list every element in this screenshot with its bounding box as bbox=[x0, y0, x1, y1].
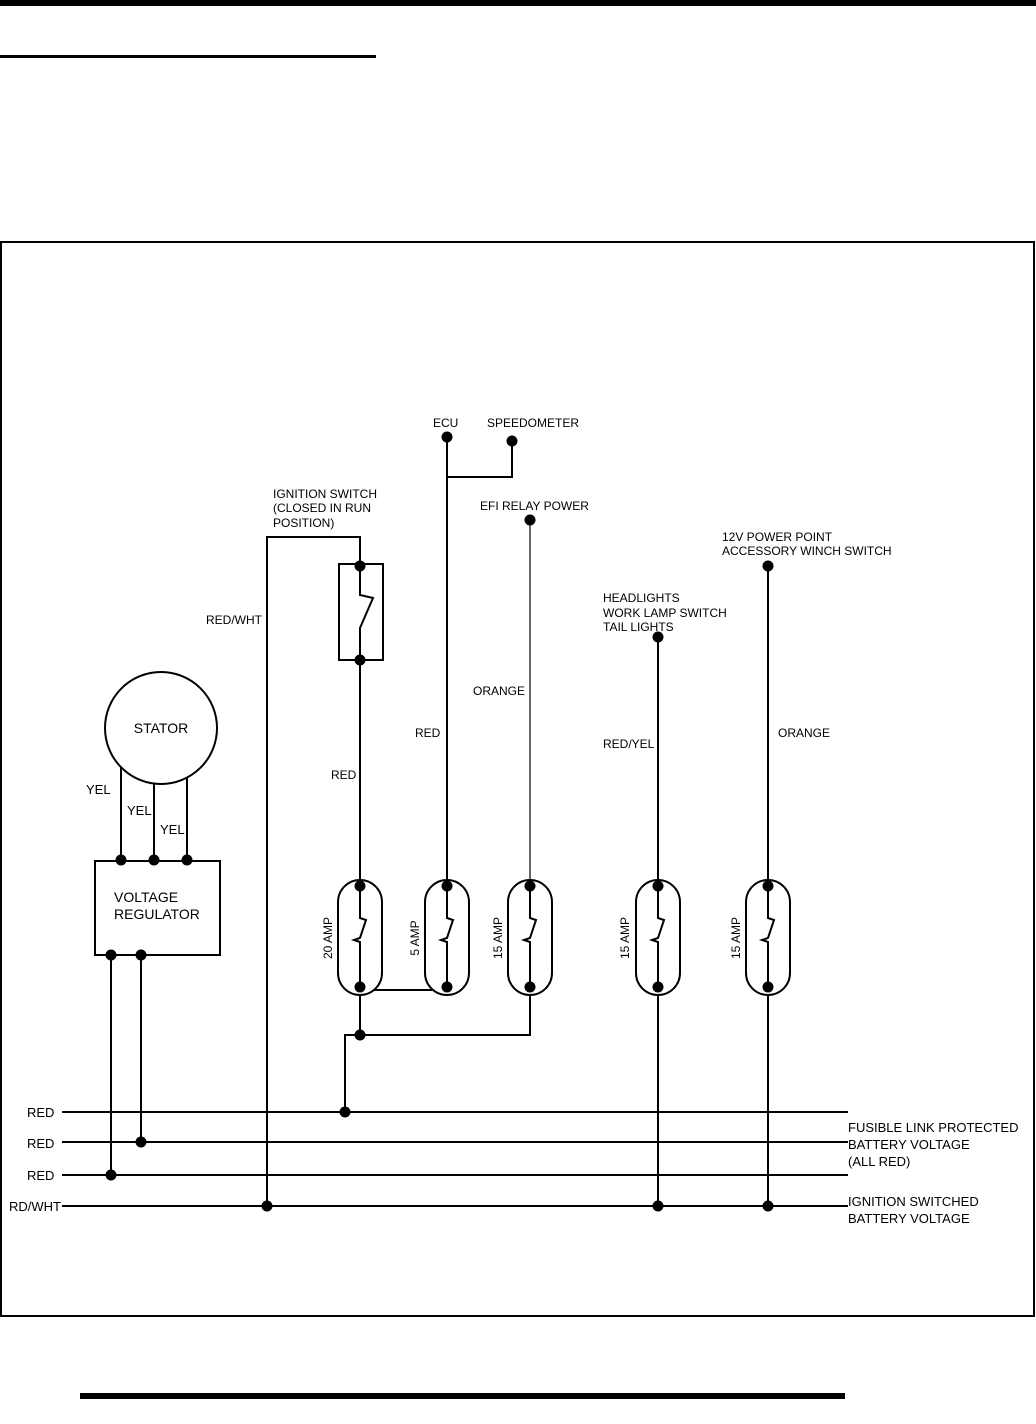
power-point-label-line1: 12V POWER POINT bbox=[722, 530, 833, 544]
bottom-rule bbox=[80, 1393, 845, 1399]
stator-label: STATOR bbox=[134, 720, 188, 736]
regulator-label-line1: VOLTAGE bbox=[114, 889, 178, 905]
fuse-elements bbox=[350, 886, 776, 987]
fusible-desc-line3: (ALL RED) bbox=[848, 1154, 910, 1169]
lights-label-line3: TAIL LIGHTS bbox=[603, 620, 674, 634]
regulator-label-line2: REGULATOR bbox=[114, 906, 200, 922]
ignition-switch-label-line1: IGNITION SWITCH bbox=[273, 487, 377, 501]
wire-label-yel-2: YEL bbox=[127, 803, 152, 818]
wire-label-red-ecu: RED bbox=[415, 726, 441, 740]
lights-label-line2: WORK LAMP SWITCH bbox=[603, 606, 727, 620]
ignition-desc-line1: IGNITION SWITCHED bbox=[848, 1194, 979, 1209]
ignition-desc-line2: BATTERY VOLTAGE bbox=[848, 1211, 970, 1226]
fuse-label-15a-lights: 15 AMP bbox=[618, 917, 632, 959]
connection-dots bbox=[105, 431, 774, 1212]
fusible-desc-line2: BATTERY VOLTAGE bbox=[848, 1137, 970, 1152]
voltage-regulator-box bbox=[94, 860, 221, 956]
power-point-label-line2: ACCESSORY WINCH SWITCH bbox=[722, 544, 892, 558]
fusible-desc-line1: FUSIBLE LINK PROTECTED bbox=[848, 1120, 1018, 1135]
bus-label-red-1: RED bbox=[27, 1105, 54, 1120]
ecu-label: ECU bbox=[433, 416, 458, 430]
wire-label-yel-1: YEL bbox=[86, 782, 111, 797]
wire-label-orange-efi: ORANGE bbox=[473, 684, 525, 698]
stator-symbol bbox=[104, 671, 218, 785]
diagram-frame bbox=[0, 241, 1035, 1317]
title-underline bbox=[0, 55, 376, 58]
lights-label-line1: HEADLIGHTS bbox=[603, 591, 680, 605]
ignition-switch-label-line2: (CLOSED IN RUN bbox=[273, 501, 371, 515]
fuse-label-15a-power: 15 AMP bbox=[729, 917, 743, 959]
bus-label-rd-wht: RD/WHT bbox=[9, 1199, 61, 1214]
bus-label-red-3: RED bbox=[27, 1168, 54, 1183]
top-rule bbox=[0, 0, 1036, 6]
wire-label-red-yel: RED/YEL bbox=[603, 737, 655, 751]
fuse-label-15a-efi: 15 AMP bbox=[491, 917, 505, 959]
ignition-switch-label-line3: POSITION) bbox=[273, 516, 334, 530]
wires bbox=[62, 437, 848, 1207]
efi-relay-label: EFI RELAY POWER bbox=[480, 499, 589, 513]
wire-label-yel-3: YEL bbox=[160, 822, 185, 837]
bus-label-red-2: RED bbox=[27, 1136, 54, 1151]
wire-label-red-wht: RED/WHT bbox=[206, 613, 263, 627]
wire-label-orange-power: ORANGE bbox=[778, 726, 830, 740]
fuse-label-20a: 20 AMP bbox=[321, 917, 335, 959]
fuses bbox=[337, 879, 791, 996]
fuse-label-5a: 5 AMP bbox=[408, 920, 422, 955]
speedometer-label: SPEEDOMETER bbox=[487, 416, 579, 430]
switch-contact-icon bbox=[359, 566, 375, 660]
wire-label-red-switch: RED bbox=[331, 768, 357, 782]
